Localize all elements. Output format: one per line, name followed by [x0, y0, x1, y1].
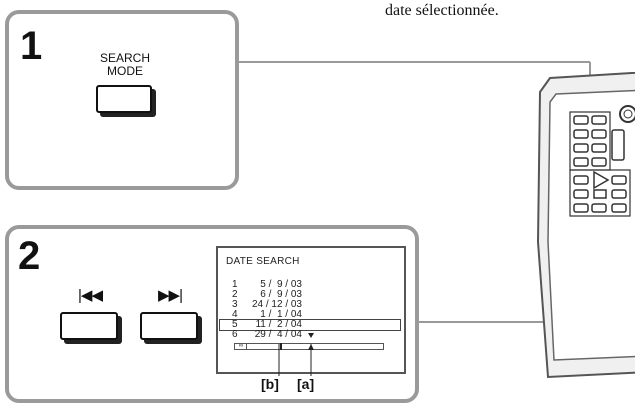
row-index: 6 [232, 329, 238, 340]
date-row-3: 3 24 / 12 / 03 [220, 300, 400, 310]
row-date: 1 / 1 / 04 [260, 309, 302, 320]
label-a: [a] [297, 376, 315, 392]
search-mode-label-line1: SEARCH [99, 51, 150, 65]
row-index: 1 [232, 279, 238, 290]
search-mode-button[interactable] [96, 85, 152, 113]
pointer-a-arrowhead [308, 344, 314, 350]
skip-forward-button[interactable] [140, 312, 198, 340]
date-row-1: 1 5 / 9 / 03 [220, 280, 400, 290]
tape-icon: ∞ [236, 343, 247, 350]
remote-control-illustration [536, 72, 635, 379]
row-index: 5 [232, 319, 238, 330]
position-marker-icon [308, 333, 314, 338]
date-row-6: 6 29 / 4 / 04 [220, 330, 400, 340]
date-row-2: 2 6 / 9 / 03 [220, 290, 400, 300]
skip-back-button[interactable] [60, 312, 118, 340]
row-date: 6 / 9 / 03 [260, 289, 302, 300]
search-mode-label: SEARCH MODE [80, 52, 170, 78]
tape-current-mark [280, 343, 282, 350]
skip-forward-icon: ▶▶| [158, 287, 183, 304]
row-index: 4 [232, 309, 238, 320]
date-row-5-selected: 5 11 / 2 / 04 [219, 319, 401, 331]
row-date: 24 / 12 / 03 [251, 299, 302, 310]
row-date: 29 / 4 / 04 [254, 329, 302, 340]
skip-back-icon: |◀◀ [78, 287, 103, 304]
search-mode-label-line2: MODE [107, 64, 143, 78]
top-caption-line2: date sélectionnée. [385, 2, 499, 19]
row-index: 3 [232, 299, 238, 310]
screen-title: DATE SEARCH [226, 256, 300, 267]
step1-number: 1 [20, 24, 43, 68]
step2-number: 2 [18, 234, 41, 278]
row-date: 5 / 9 / 03 [260, 279, 302, 290]
row-date: 11 / 2 / 04 [255, 319, 302, 330]
label-b: [b] [261, 376, 279, 392]
date-row-4: 4 1 / 1 / 04 [220, 310, 400, 320]
row-index: 2 [232, 289, 238, 300]
top-caption: date sélectionnée. [380, 0, 635, 21]
